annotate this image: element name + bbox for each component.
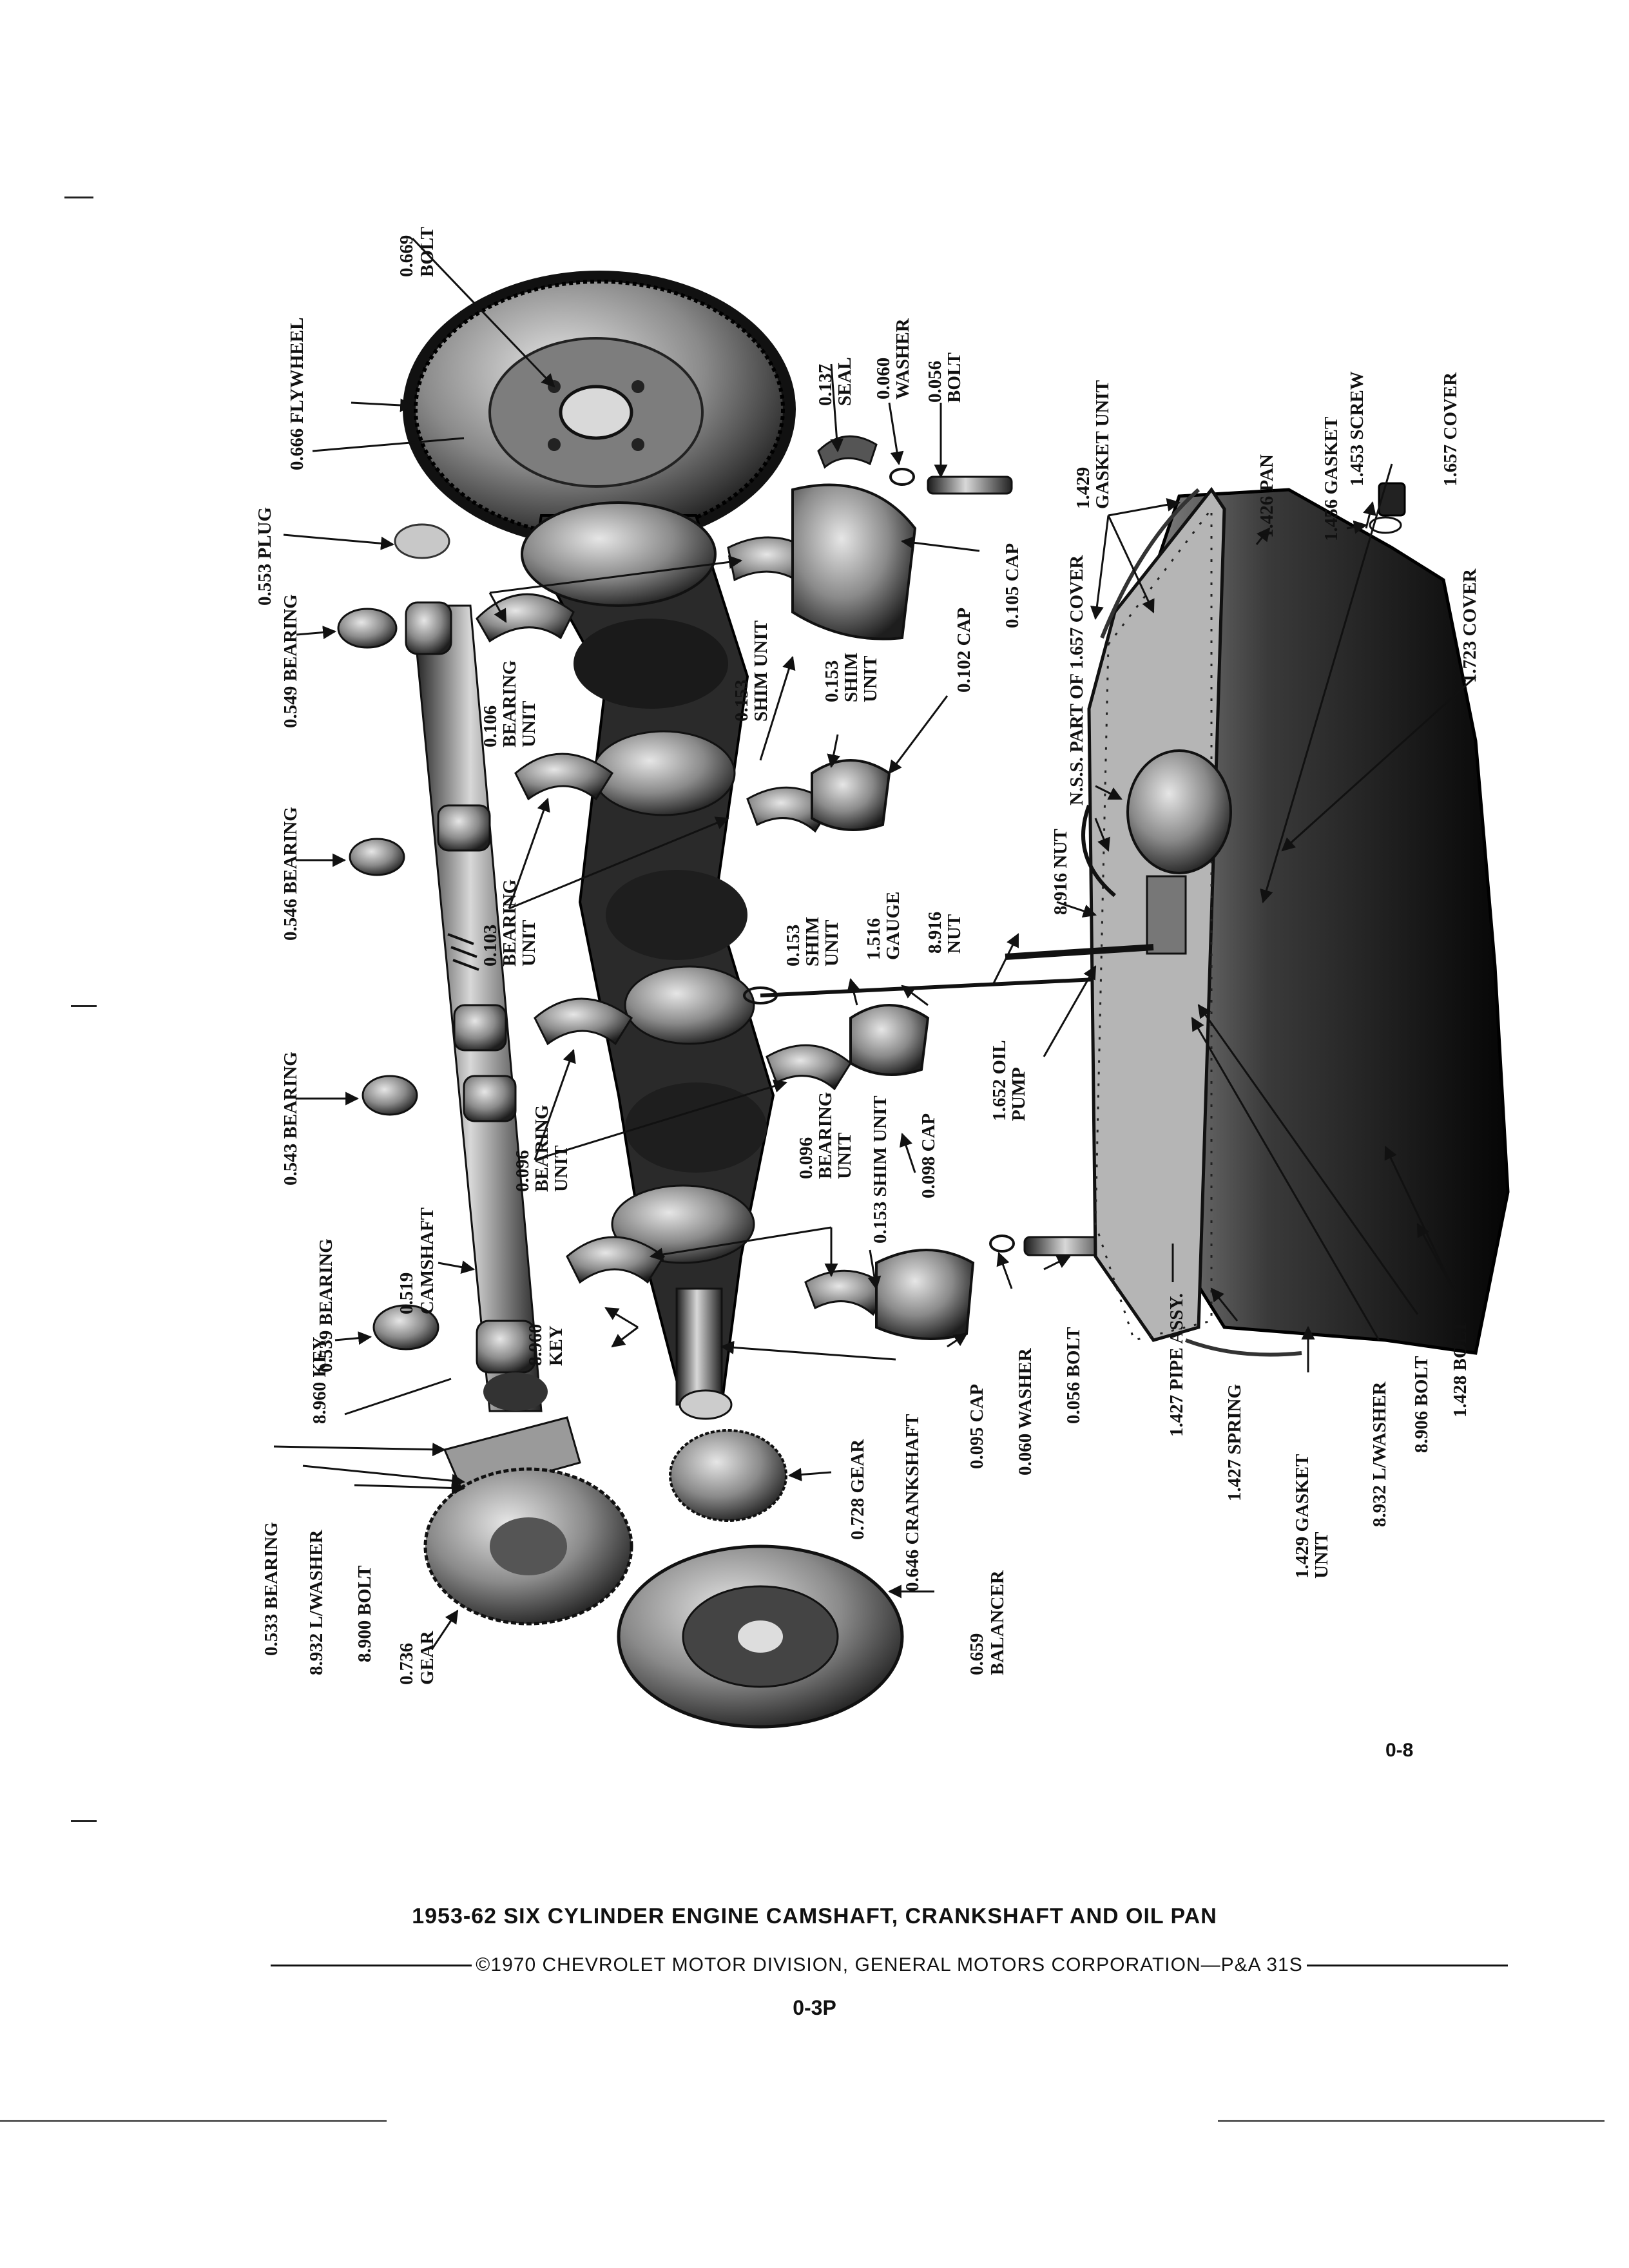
label-cover-723: 1.723 COVER: [1460, 568, 1480, 683]
label-cap-098: 0.098 CAP: [918, 1113, 939, 1198]
callout-labels: 0.666 FLYWHEEL 0.669 BOLT 0.553 PLUG 0.5…: [255, 227, 1480, 1685]
label-cap-095: 0.095 CAP: [967, 1384, 987, 1469]
label-spring-427: 1.427 SPRING: [1224, 1384, 1245, 1501]
label-screw-453: 1.453 SCREW: [1347, 371, 1367, 486]
label-camshaft-519: 0.519 CAMSHAFT: [396, 1207, 438, 1314]
crankshaft-part: [521, 501, 775, 1420]
label-nss-note: N.S.S. PART OF 1.657 COVER: [1066, 555, 1087, 805]
copyright-rule-right: [1306, 1964, 1508, 1966]
margin-tick-middle: [71, 1005, 97, 1007]
pan-gasket: [1100, 488, 1302, 1357]
label-gauge-516: 1.516 GAUGE: [863, 892, 903, 960]
flywheel-part: [403, 271, 796, 548]
bottom-rule-left: [0, 2120, 387, 2122]
figure-caption: 1953-62 SIX CYLINDER ENGINE CAMSHAFT, CR…: [412, 1904, 1217, 1928]
label-bearing-543: 0.543 BEARING: [280, 1052, 301, 1186]
label-nut-916-a: 8.916 NUT: [925, 907, 965, 954]
label-bearing-546: 0.546 BEARING: [280, 807, 301, 941]
label-plug-553: 0.553 PLUG: [255, 507, 275, 606]
label-crankshaft-646: 0.646 CRANKSHAFT: [902, 1414, 923, 1591]
harmonic-balancer: [617, 1544, 904, 1729]
copyright-rule-left: [271, 1964, 472, 1966]
label-bearing-103: 0.103 BEARING UNIT: [480, 874, 539, 966]
leader-lines: [273, 237, 1477, 1650]
label-bolt-900: 8.900 BOLT: [354, 1566, 375, 1662]
label-pipe-427: 1.427 PIPE ASSY.: [1166, 1293, 1187, 1437]
label-key-960-a: 8.960 KEY: [309, 1337, 330, 1424]
label-gasket-429-a: 1.429 GASKET UNIT: [1073, 380, 1113, 509]
camshaft-gear: [423, 1467, 633, 1626]
label-bearing-096-b: 0.096 BEARING UNIT: [796, 1087, 855, 1179]
copyright-text: ©1970 CHEVROLET MOTOR DIVISION, GENERAL …: [476, 1954, 1303, 1975]
screw-and-gasket: [1369, 482, 1406, 534]
copyright-line: ©1970 CHEVROLET MOTOR DIVISION, GENERAL …: [271, 1952, 1508, 1978]
margin-tick-bottom: [71, 1820, 97, 1822]
label-bearing-106: 0.106 BEARING UNIT: [480, 655, 539, 747]
label-washer-060-a: 0.060 WASHER: [1015, 1347, 1036, 1475]
crankshaft-gear: [669, 1429, 787, 1522]
margin-tick-top: [64, 197, 93, 198]
camshaft-part: [405, 601, 548, 1412]
label-gasket-456: 1.456 GASKET: [1321, 417, 1342, 541]
label-bolt-669: 0.669 BOLT: [396, 227, 438, 277]
label-bolt-906: 8.906 BOLT: [1411, 1356, 1432, 1453]
camshaft-bearings: [337, 608, 439, 1350]
figure-id: 0-8: [1385, 1740, 1414, 1761]
label-shim-153-b: 0.153 SHIM UNIT: [783, 912, 842, 966]
bolts-and-washers: [817, 435, 1116, 1256]
label-cover-657: 1.657 COVER: [1440, 372, 1461, 486]
main-bearing-shells: [476, 536, 891, 1316]
label-key-960-b: 8.960 KEY: [525, 1320, 566, 1367]
label-lwasher-932-a: 8.932 L/WASHER: [306, 1529, 327, 1675]
label-shim-153-d: 0.153 SHIM UNIT: [822, 648, 881, 702]
label-shim-153-c: 0.153 SHIM UNIT: [731, 620, 771, 722]
label-cap-105: 0.105 CAP: [1002, 543, 1023, 628]
oil-pan: [1005, 486, 1510, 1355]
label-gear-728: 0.728 GEAR: [847, 1439, 868, 1540]
label-pan-426: 1.426 PAN: [1257, 454, 1277, 538]
label-bearing-096-a: 0.096 BEARING UNIT: [512, 1100, 572, 1192]
label-seal-137: 0.137 SEAL: [815, 357, 855, 406]
label-shim-153-a: 0.153 SHIM UNIT: [870, 1095, 891, 1244]
label-flywheel: 0.666 FLYWHEEL: [287, 318, 307, 470]
label-bearing-539: 0.539 BEARING: [316, 1238, 336, 1372]
label-gasket-429-b: 1.429 GASKET UNIT: [1292, 1450, 1332, 1579]
label-cap-102: 0.102 CAP: [954, 608, 974, 693]
bottom-rule-right: [1218, 2120, 1605, 2122]
page-number: 0-3P: [793, 1996, 836, 2019]
label-bearing-549: 0.549 BEARING: [280, 594, 301, 728]
label-bolt-056-a: 0.056 BOLT: [1063, 1327, 1084, 1424]
label-gear-736: 0.736 GEAR: [396, 1630, 438, 1685]
label-bearing-533: 0.533 BEARING: [261, 1522, 282, 1656]
label-lwasher-932-b: 8.932 L/WASHER: [1369, 1381, 1390, 1527]
label-pump-652: 1.652 OIL PUMP: [989, 1037, 1029, 1121]
main-bearing-caps: [791, 483, 975, 1340]
gauge-rod: [743, 977, 1096, 1004]
label-washer-060-b: 0.060 WASHER: [873, 318, 913, 399]
label-nut-916-b: 8.916 NUT: [1050, 829, 1071, 915]
label-bolt-056-b: 0.056 BOLT: [925, 352, 965, 403]
label-balancer-659: 0.659 BALANCER: [967, 1570, 1008, 1675]
label-bolt-428: 1.428 BOLT: [1450, 1321, 1470, 1418]
plug-part: [394, 523, 450, 559]
